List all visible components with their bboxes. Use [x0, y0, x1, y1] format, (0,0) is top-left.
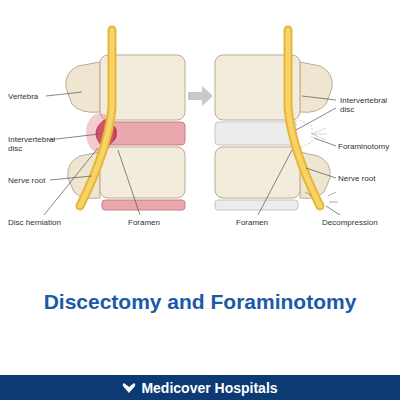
right-spine — [215, 30, 340, 215]
brand-name: Medicover Hospitals — [141, 380, 277, 396]
part-label: Disc herniation — [8, 218, 61, 227]
transition-arrow — [188, 86, 213, 106]
title: Discectomy and Foraminotomy — [0, 290, 400, 314]
part-label: Intervertebral disc — [340, 96, 390, 114]
part-label: Foramen — [128, 218, 160, 227]
part-label: Decompression — [322, 218, 378, 227]
part-label: Nerve root — [338, 174, 375, 183]
brand-logo — [122, 382, 136, 394]
part-label: Vertebra — [8, 92, 38, 101]
left-spine — [44, 30, 185, 215]
part-label: Nerve root — [8, 176, 45, 185]
part-label: Foramen — [236, 218, 268, 227]
brand-band: Medicover Hospitals — [0, 375, 400, 400]
part-label: Intervertebral disc — [8, 135, 50, 153]
part-label: Foraminotomy — [338, 142, 389, 151]
